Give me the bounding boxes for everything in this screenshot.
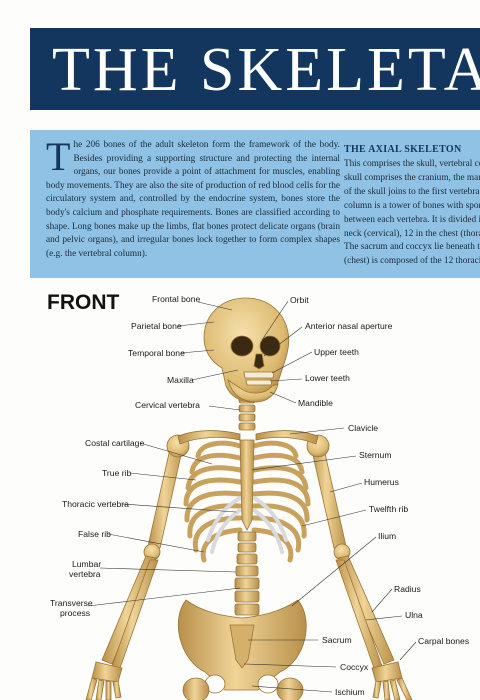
axial-skeleton-heading: THE AXIAL SKELETON <box>344 144 462 155</box>
intro-text: he 206 bones of the adult skeleton form … <box>46 140 340 259</box>
mandible-bone <box>227 379 279 403</box>
clavicle-right <box>255 430 319 445</box>
label-radius: Radius <box>394 584 421 594</box>
label-anterior-nasal-aperture: Anterior nasal aperture <box>305 321 393 331</box>
label-ilium: Ilium <box>378 531 396 541</box>
label-group: Frontal bone Parietal bone Temporal bone… <box>50 294 469 697</box>
axial-structures <box>203 297 290 616</box>
label-true-rib: True rib <box>102 468 132 478</box>
label-lumbar-vertebra-line2: vertebra <box>69 569 101 579</box>
orbit-left <box>230 335 254 357</box>
title-banner: The Skeletal <box>30 28 480 110</box>
axial-line: skull comprises the cranium, the man <box>344 172 480 183</box>
vertebral-column <box>234 395 260 616</box>
axial-line: The sacrum and coccyx lie beneath th <box>344 242 480 253</box>
label-ischium: Ischium <box>335 687 365 697</box>
axial-skeleton-text: This comprises the skull, vertebral col … <box>344 158 480 269</box>
axial-line: between each vertebra. It is divided in <box>344 214 480 225</box>
label-twelfth-rib: Twelfth rib <box>369 504 408 514</box>
label-ulna: Ulna <box>405 610 423 620</box>
costal-cartilage-shading <box>206 496 288 554</box>
obturator-foramen-right <box>257 674 279 694</box>
sternum-bone <box>239 439 255 531</box>
axial-line: of the skull joins to the first vertebra… <box>344 186 480 197</box>
label-lumbar-vertebra-line1: Lumbar <box>72 559 101 569</box>
femur-head-left <box>182 677 210 700</box>
label-upper-teeth: Upper teeth <box>314 347 359 357</box>
axial-line: neck (cervical), 12 in the chest (thorac <box>344 228 480 239</box>
axial-line: (chest) is composed of the 12 thoracic <box>344 256 480 267</box>
label-false-rib: False rib <box>78 529 111 539</box>
label-maxilla: Maxilla <box>167 375 194 385</box>
label-orbit: Orbit <box>290 295 309 305</box>
label-clavicle: Clavicle <box>348 423 378 433</box>
teeth-upper <box>243 371 275 379</box>
label-temporal-bone: Temporal bone <box>128 348 185 358</box>
label-thoracic-vertebra: Thoracic vertebra <box>62 499 129 509</box>
label-mandible: Mandible <box>298 398 333 408</box>
nasal-aperture <box>253 353 265 370</box>
label-humerus: Humerus <box>364 477 399 487</box>
label-transverse-process-line1: Transverse <box>50 598 93 608</box>
hand-right <box>371 661 413 700</box>
axial-line: column is a tower of bones with spong <box>344 200 480 211</box>
label-sacrum: Sacrum <box>322 635 352 645</box>
label-coccyx: Coccyx <box>340 662 369 672</box>
page-title: The Skeletal <box>52 36 480 104</box>
axial-line: This comprises the skull, vertebral col <box>344 159 480 169</box>
leader-lines <box>87 300 417 693</box>
orbit-right <box>259 335 281 357</box>
hand-left <box>85 661 123 700</box>
teeth-lower <box>245 379 273 386</box>
ribs-left <box>183 440 243 563</box>
forearm-left-ulna <box>111 559 159 669</box>
front-view-label: FRONT <box>47 291 120 314</box>
label-carpal-bones: Carpal bones <box>418 636 469 646</box>
label-transverse-process-line2: process <box>60 608 90 618</box>
forearm-right-ulna <box>335 559 383 669</box>
label-cervical-vertebra: Cervical vertebra <box>135 400 200 410</box>
rib-cage <box>183 440 311 563</box>
label-parietal-bone: Parietal bone <box>131 321 182 331</box>
label-sternum: Sternum <box>359 450 391 460</box>
skeleton-figure <box>85 430 413 700</box>
drop-cap: T <box>46 134 71 179</box>
label-lower-teeth: Lower teeth <box>305 373 350 383</box>
label-frontal-bone: Frontal bone <box>152 294 200 304</box>
label-costal-cartilage: Costal cartilage <box>85 438 144 448</box>
